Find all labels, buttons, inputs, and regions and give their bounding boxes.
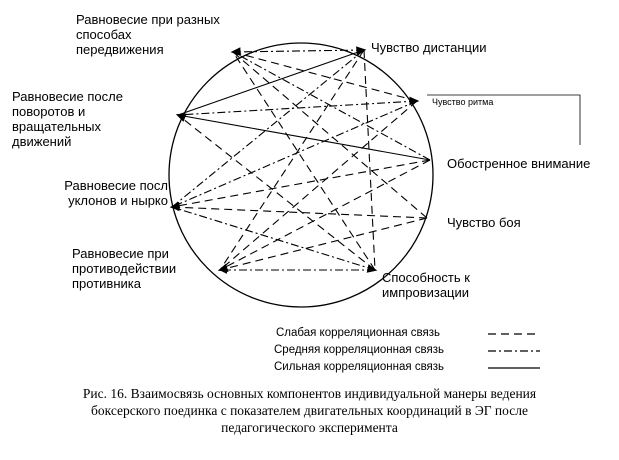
- node-balance-opposition: Равновесие при противодействии противник…: [72, 246, 177, 291]
- correlation-lines: [169, 46, 431, 274]
- correlation-line-weak: [219, 217, 428, 271]
- legend-weak-label: Слабая корреляционная связь: [276, 327, 440, 339]
- node-sharpened-attention: Обостренное внимание: [447, 156, 591, 171]
- legend-medium-label: Средняя корреляционная связь: [274, 344, 445, 356]
- node-sense-distance: Чувство дистанции: [371, 40, 487, 55]
- correlation-line-weak: [177, 114, 376, 271]
- node-balance-dodges: Равновесие посл уклонов и нырко: [64, 178, 168, 208]
- correlation-line-weak: [219, 49, 365, 271]
- node-balance-turns: Равновесие после поворотов и вращательны…: [12, 89, 123, 149]
- correlation-line-medium: [232, 51, 431, 161]
- arrowhead: [217, 263, 229, 272]
- correlation-line-strong: [177, 49, 365, 116]
- node-sense-rhythm: Чувство ритма: [432, 97, 494, 107]
- correlation-line-medium: [171, 206, 376, 271]
- correlation-line-weak: [232, 51, 418, 102]
- node-sense-fight: Чувство боя: [447, 215, 521, 230]
- correlation-line-weak: [219, 100, 418, 271]
- arrowhead: [230, 47, 241, 56]
- node-improvisation: Способность к импровизации: [382, 270, 470, 300]
- arrowhead: [169, 201, 180, 211]
- correlation-line-strong: [177, 112, 431, 161]
- arrowhead: [409, 96, 420, 106]
- legend-strong-label: Сильная корреляционная связь: [274, 361, 445, 373]
- correlation-line-weak: [171, 203, 428, 219]
- correlation-line-medium: [171, 100, 418, 208]
- correlation-line-weak: [171, 159, 431, 208]
- figure-caption: Рис. 16. Взаимосвязь основных компоненто…: [82, 386, 537, 435]
- correlation-line-medium: [171, 49, 365, 208]
- arrowhead: [366, 264, 378, 273]
- arrowhead: [356, 46, 367, 56]
- correlation-line-weak: [232, 51, 428, 219]
- correlation-line-weak: [232, 51, 376, 271]
- node-balance-movement: Равновесие при разных способах передвиже…: [76, 12, 220, 57]
- correlation-line-medium: [232, 49, 365, 53]
- correlation-line-medium: [177, 100, 418, 116]
- rhythm-box: [427, 94, 581, 145]
- main-circle: [168, 42, 434, 308]
- arrowhead: [175, 113, 187, 122]
- correlation-line-weak: [219, 159, 431, 271]
- correlation-line-weak: [363, 49, 376, 271]
